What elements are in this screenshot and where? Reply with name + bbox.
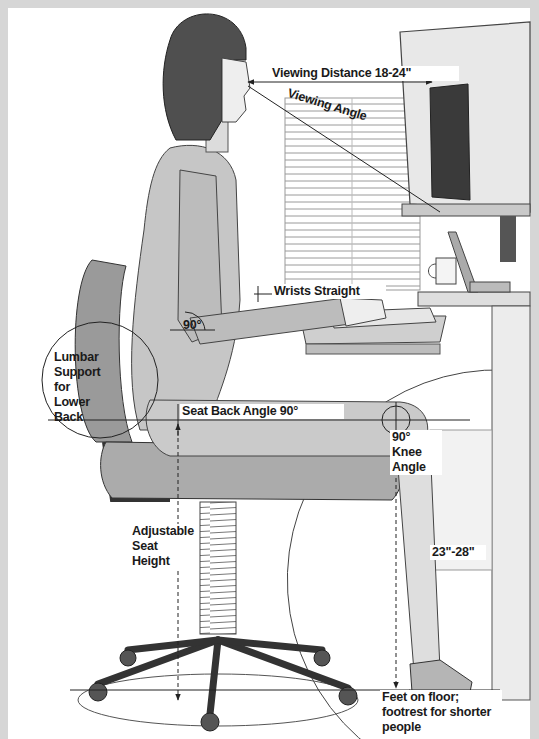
posture-note: Adjustable Seat Height xyxy=(130,524,198,569)
hand xyxy=(340,298,386,326)
wrist-tick xyxy=(258,286,259,302)
seat-back-line xyxy=(48,420,470,421)
coffee-mug xyxy=(436,258,456,284)
wheel xyxy=(89,683,107,701)
dimension-label: 23"-28" xyxy=(430,545,486,560)
face xyxy=(222,58,250,122)
desk-top xyxy=(418,292,530,306)
monitor-body xyxy=(400,22,530,212)
wheel xyxy=(201,713,219,731)
monitor-screen xyxy=(430,84,470,200)
chair-base xyxy=(98,640,348,714)
desk-panel xyxy=(492,306,530,700)
angle-label: Viewing Angle xyxy=(286,86,396,133)
tray-edge xyxy=(306,344,440,354)
torso xyxy=(132,145,240,430)
angle-label: 90° xyxy=(183,318,215,333)
thigh xyxy=(146,400,428,456)
base-leg xyxy=(128,640,218,650)
posture-note: Feet on floor; footrest for shorter peop… xyxy=(380,690,502,735)
forearm xyxy=(190,298,350,344)
wheel xyxy=(314,650,330,666)
monitor-arm-column xyxy=(500,216,516,262)
angle-label: Seat Back Angle 90° xyxy=(180,404,344,419)
monitor-base xyxy=(402,204,530,216)
guide-lines xyxy=(42,82,500,700)
wheel xyxy=(120,650,136,666)
window-blinds xyxy=(285,98,420,290)
lumbar-circle xyxy=(42,322,158,438)
base-leg xyxy=(218,640,348,688)
base-leg xyxy=(210,640,218,714)
drawing-area xyxy=(8,8,530,739)
base-leg xyxy=(218,640,322,650)
angle-label: 90° Knee Angle xyxy=(390,430,442,475)
blind-cord xyxy=(352,98,353,290)
posture-note: Wrists Straight xyxy=(272,284,386,299)
mug-handle xyxy=(429,264,437,278)
base-leg xyxy=(98,640,218,684)
dimension-label: Viewing Distance 18-24" xyxy=(270,66,459,81)
foot xyxy=(410,660,472,692)
monitor-stand-foot xyxy=(470,282,510,292)
posture-note: Lumbar Support for Lower Back xyxy=(54,350,108,425)
chair-column xyxy=(200,502,236,634)
viewing-angle-line xyxy=(248,86,440,212)
viewing-distance-line xyxy=(248,82,432,83)
